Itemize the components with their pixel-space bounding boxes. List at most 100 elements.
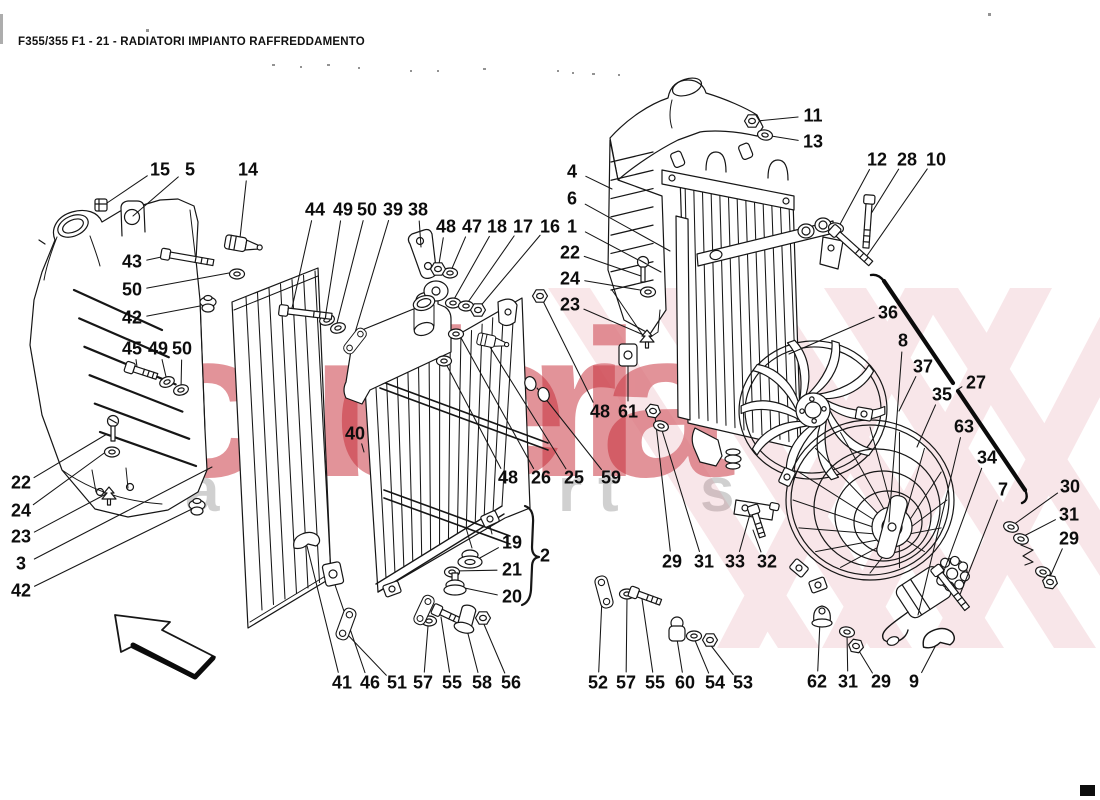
block-part-icon <box>618 343 638 367</box>
fan-shroud-drawing <box>785 419 955 581</box>
nut-part-icon <box>429 262 447 276</box>
nut-part-icon <box>474 611 492 625</box>
callout-18: 18 <box>486 216 508 237</box>
nut-part-icon <box>531 289 549 303</box>
callout-63: 63 <box>953 416 975 437</box>
grommet-part-icon <box>457 549 483 569</box>
callout-31: 31 <box>837 671 859 692</box>
callout-51: 51 <box>386 672 408 693</box>
washer-part-icon <box>447 328 465 340</box>
callout-49: 49 <box>147 338 169 359</box>
callout-8: 8 <box>897 330 909 351</box>
callout-11: 11 <box>803 105 823 126</box>
callout-26: 26 <box>530 467 552 488</box>
callout-46: 46 <box>359 672 381 693</box>
callout-48: 48 <box>589 401 611 422</box>
callout-58: 58 <box>471 672 493 693</box>
boltS-part-icon <box>627 585 664 608</box>
seal-strip-drawing <box>869 273 1028 505</box>
callout-48: 48 <box>435 216 457 237</box>
callout-43: 43 <box>121 251 143 272</box>
washer-part-icon <box>435 355 453 367</box>
callout-13: 13 <box>802 131 824 152</box>
callout-12: 12 <box>866 149 888 170</box>
callout-19: 19 <box>501 532 523 553</box>
callout-4: 4 <box>566 161 578 182</box>
callout-5: 5 <box>184 159 196 180</box>
arm-part-icon <box>593 574 615 610</box>
callout-23: 23 <box>559 294 581 315</box>
corner-registration-mark <box>1080 785 1095 796</box>
callout-48: 48 <box>497 467 519 488</box>
callout-50: 50 <box>356 199 378 220</box>
callout-22: 22 <box>10 472 32 493</box>
callout-60: 60 <box>674 672 696 693</box>
callout-29: 29 <box>870 671 892 692</box>
callout-38: 38 <box>407 199 429 220</box>
callout-53: 53 <box>732 672 754 693</box>
callout-28: 28 <box>896 149 918 170</box>
group-2-bracket <box>520 504 541 607</box>
fir-part-icon <box>639 329 655 349</box>
callout-7: 7 <box>997 479 1009 500</box>
link-part-icon <box>522 372 552 406</box>
callout-2: 2 <box>539 545 551 566</box>
tab-part-icon <box>854 406 874 422</box>
callout-37: 37 <box>912 356 934 377</box>
callout-21: 21 <box>501 559 523 580</box>
callout-61: 61 <box>617 401 639 422</box>
callout-40: 40 <box>344 423 366 444</box>
callout-55: 55 <box>644 672 666 693</box>
callout-24: 24 <box>10 500 32 521</box>
callout-27: 27 <box>965 372 987 393</box>
callout-41: 41 <box>331 672 353 693</box>
callout-50: 50 <box>171 338 193 359</box>
callout-52: 52 <box>587 672 609 693</box>
elbow-part-icon <box>668 616 686 642</box>
callout-31: 31 <box>1058 504 1080 525</box>
page-title: F355/355 F1 - 21 - RADIATORI IMPIANTO RA… <box>18 36 365 48</box>
callout-20: 20 <box>501 586 523 607</box>
callout-49: 49 <box>332 199 354 220</box>
rear-radiator-panel-drawing <box>231 267 333 629</box>
callout-24: 24 <box>559 268 581 289</box>
callout-23: 23 <box>10 526 32 547</box>
callout-29: 29 <box>661 551 683 572</box>
callout-39: 39 <box>382 199 404 220</box>
callout-15: 15 <box>149 159 171 180</box>
callout-50: 50 <box>121 279 143 300</box>
washer-part-icon <box>103 446 121 458</box>
washer-part-icon <box>685 630 703 642</box>
callout-25: 25 <box>563 467 585 488</box>
bell-part-icon <box>811 605 833 628</box>
callout-35: 35 <box>931 384 953 405</box>
washer-part-icon <box>639 286 657 298</box>
callout-14: 14 <box>237 159 259 180</box>
print-specks <box>0 13 991 76</box>
left-air-duct-drawing <box>29 198 208 518</box>
boltL-part-icon <box>859 194 876 249</box>
tab-part-icon <box>807 576 829 594</box>
callout-29: 29 <box>1058 528 1080 549</box>
callout-9: 9 <box>908 671 920 692</box>
callout-57: 57 <box>412 672 434 693</box>
callout-6: 6 <box>566 188 578 209</box>
callout-3: 3 <box>15 553 27 574</box>
callout-17: 17 <box>512 216 534 237</box>
gromS-part-icon <box>188 497 206 516</box>
right-radiator-drawing <box>661 142 844 521</box>
callout-1: 1 <box>566 216 578 237</box>
callout-33: 33 <box>724 551 746 572</box>
block-part-icon <box>321 560 345 588</box>
sensor-part-icon <box>223 233 264 256</box>
washer-part-icon <box>756 128 774 142</box>
callout-34: 34 <box>976 447 998 468</box>
callout-56: 56 <box>500 672 522 693</box>
callout-32: 32 <box>756 551 778 572</box>
callout-30: 30 <box>1059 476 1081 497</box>
callout-45: 45 <box>121 338 143 359</box>
callout-42: 42 <box>10 580 32 601</box>
washer-part-icon <box>228 268 246 280</box>
expansion-tank-drawing <box>607 77 764 341</box>
